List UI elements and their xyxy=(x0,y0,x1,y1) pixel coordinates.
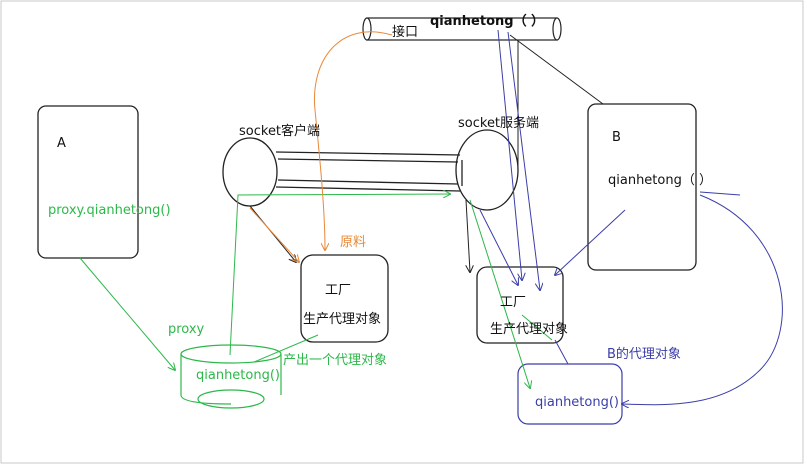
interface-label: qianhetong（ ） xyxy=(430,14,545,29)
produce-proxy-label: 产出一个代理对象 xyxy=(283,353,388,368)
box-a xyxy=(37,105,139,259)
box-b xyxy=(587,103,697,271)
factory-right-sub: 生产代理对象 xyxy=(490,322,569,337)
factory-right-title: 工厂 xyxy=(500,295,527,310)
box-b-title: B xyxy=(612,130,621,145)
factory-right-box xyxy=(476,266,564,344)
raw-material-label: 原料 xyxy=(340,235,367,250)
socket-server-label: socket服务端 xyxy=(458,116,540,131)
factory-left-sub: 生产代理对象 xyxy=(303,312,382,327)
b-proxy-box xyxy=(517,363,623,425)
box-a-call: proxy.qianhetong() xyxy=(48,203,171,218)
box-a-title: A xyxy=(57,136,66,151)
green-arrows xyxy=(79,194,553,388)
box-b-method: qianhetong（ ） xyxy=(608,173,712,188)
black-connectors xyxy=(249,34,604,272)
socket-client-label: socket客户端 xyxy=(239,124,321,139)
socket-client-circle xyxy=(222,137,278,207)
factory-left-title: 工厂 xyxy=(325,283,352,298)
proxy-method: qianhetong() xyxy=(196,368,280,383)
socket-pipe xyxy=(275,151,463,192)
b-proxy-label: B的代理对象 xyxy=(607,347,681,362)
proxy-label: proxy xyxy=(168,322,205,337)
factory-left-box xyxy=(300,254,389,343)
blue-arrows xyxy=(479,29,783,405)
interface-sub-label: 接口 xyxy=(392,25,419,40)
orange-arrows xyxy=(249,31,393,262)
interface-cylinder xyxy=(362,17,562,41)
b-proxy-method: qianhetong() xyxy=(535,395,619,410)
